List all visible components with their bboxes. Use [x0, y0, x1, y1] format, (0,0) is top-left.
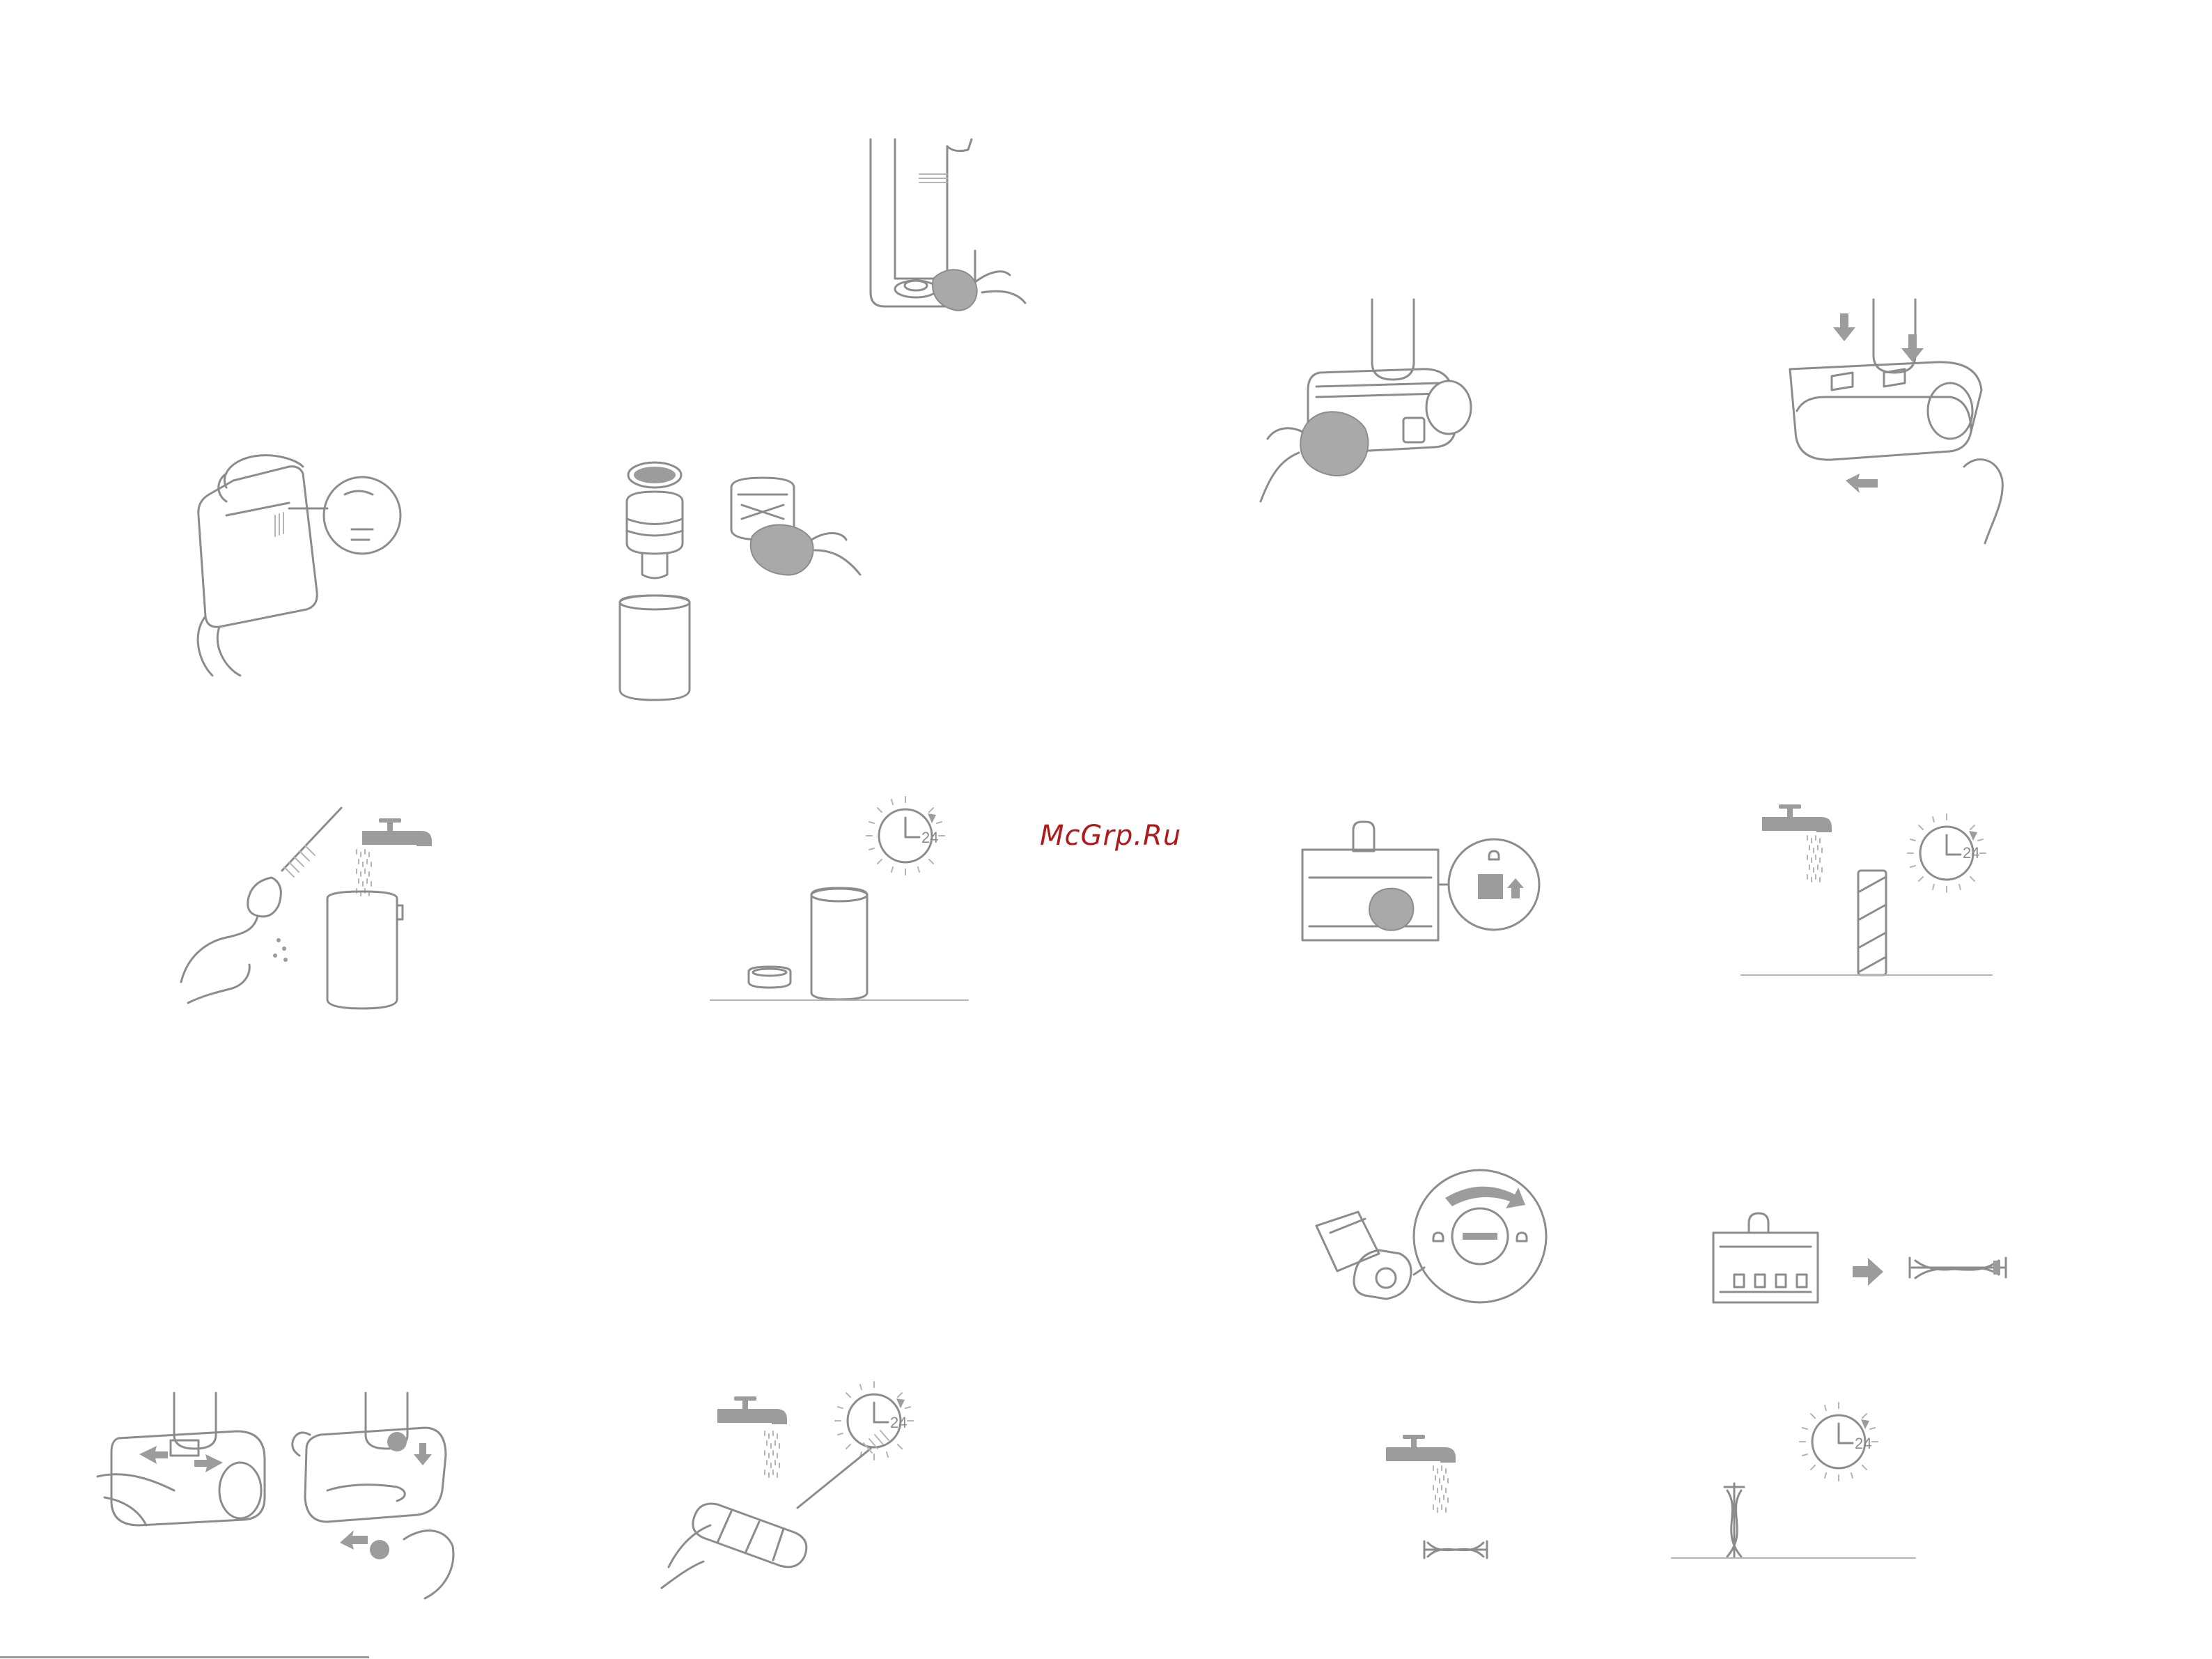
clock-hours-label: 24 — [1963, 844, 1979, 862]
open-dirty-water-tank-illustration — [178, 439, 414, 690]
wipe-roller-cover-illustration — [1288, 808, 1539, 989]
rinse-and-brush-roller-24h-illustration: 24 — [662, 1379, 926, 1588]
wipe-vacuum-base-illustration — [843, 132, 1038, 369]
site-watermark: McGrp.Ru — [1040, 815, 1200, 857]
page-footer-rule — [0, 1656, 369, 1658]
brush-and-rinse-tank-illustration — [174, 801, 425, 1010]
wipe-floor-head-illustration — [1247, 293, 1497, 522]
air-dry-tank-24h-illustration: 24 — [710, 794, 975, 1003]
remove-side-brush-cover-illustration — [1706, 1205, 2020, 1309]
remove-roller-from-head-illustration — [98, 1386, 467, 1595]
clock-hours-label: 24 — [921, 829, 938, 846]
rinse-side-brush-illustration — [1372, 1428, 1511, 1567]
clock-hours-label: 24 — [890, 1414, 907, 1431]
remove-side-brush-illustration — [1302, 1163, 1553, 1330]
clock-hours-label: 24 — [1855, 1435, 1871, 1452]
filter-and-tank-disassembly-illustration — [606, 453, 885, 710]
dry-side-brush-24h-illustration: 24 — [1672, 1393, 1929, 1567]
remove-roller-illustration — [1776, 293, 2013, 564]
rinse-and-dry-roller-24h-illustration: 24 — [1741, 801, 1999, 989]
